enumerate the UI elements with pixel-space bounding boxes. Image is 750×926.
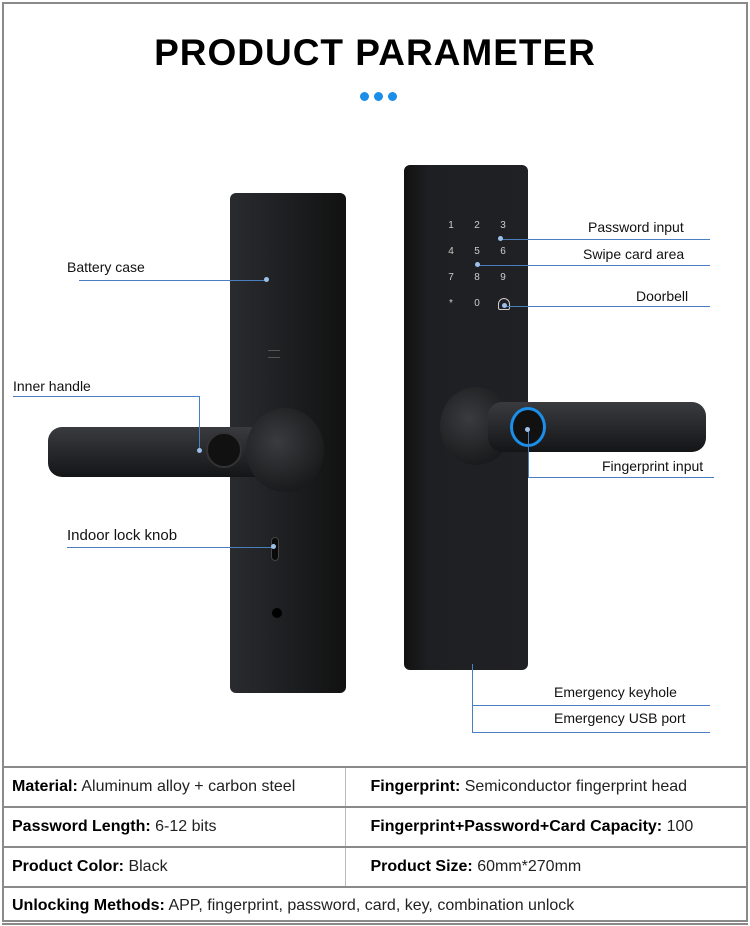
table-row: Password Length: 6-12 bits Fingerprint+P…: [2, 806, 748, 848]
keypad-key: 2: [474, 220, 480, 231]
spec-label: Product Color:: [12, 858, 124, 875]
keypad-key: 9: [500, 272, 506, 283]
spec-label: Unlocking Methods:: [12, 896, 165, 914]
table-row: Material: Aluminum alloy + carbon steel …: [2, 766, 748, 808]
keypad-key: 3: [500, 220, 506, 231]
spec-table: Material: Aluminum alloy + carbon steel …: [2, 766, 748, 925]
spec-value: APP, fingerprint, password, card, key, c…: [168, 896, 575, 914]
title-dots: [360, 92, 397, 101]
spec-value: Black: [128, 858, 168, 875]
spec-value: Semiconductor fingerprint head: [464, 778, 688, 795]
label-inner-handle: Inner handle: [13, 378, 91, 394]
spec-value: 100: [666, 818, 694, 835]
keypad-key: 4: [448, 246, 454, 257]
label-battery-case: Battery case: [67, 259, 145, 275]
label-doorbell: Doorbell: [636, 288, 689, 304]
table-row: Product Color: Black Product Size: 60mm*…: [2, 846, 748, 888]
keypad-key: 1: [448, 220, 454, 231]
spec-label: Material:: [12, 778, 78, 795]
bell-icon: [498, 298, 510, 310]
spec-label: Fingerprint:: [370, 778, 461, 795]
spec-label: Password Length:: [12, 818, 151, 835]
spec-label: Product Size:: [370, 858, 473, 875]
keypad-key: 5: [474, 246, 480, 257]
keypad-key: *: [449, 298, 453, 309]
label-indoor-lock-knob: Indoor lock knob: [67, 527, 178, 544]
label-emergency-keyhole: Emergency keyhole: [554, 684, 677, 700]
spec-value: 60mm*270mm: [477, 858, 582, 875]
label-fingerprint-input: Fingerprint input: [602, 458, 704, 474]
keypad-key: 6: [500, 246, 506, 257]
label-password-input: Password input: [588, 219, 684, 235]
spec-value: Aluminum alloy + carbon steel: [81, 778, 296, 795]
table-row: Unlocking Methods: APP, fingerprint, pas…: [2, 886, 748, 925]
keypad-key: 7: [448, 272, 454, 283]
label-emergency-usb-port: Emergency USB port: [554, 710, 686, 726]
label-swipe-card-area: Swipe card area: [583, 246, 685, 262]
spec-label: Fingerprint+Password+Card Capacity:: [370, 818, 663, 835]
page-title: PRODUCT PARAMETER: [154, 32, 596, 73]
spec-value: 6-12 bits: [155, 818, 217, 835]
keypad-key: 8: [474, 272, 480, 283]
keypad-key: 0: [474, 298, 480, 309]
